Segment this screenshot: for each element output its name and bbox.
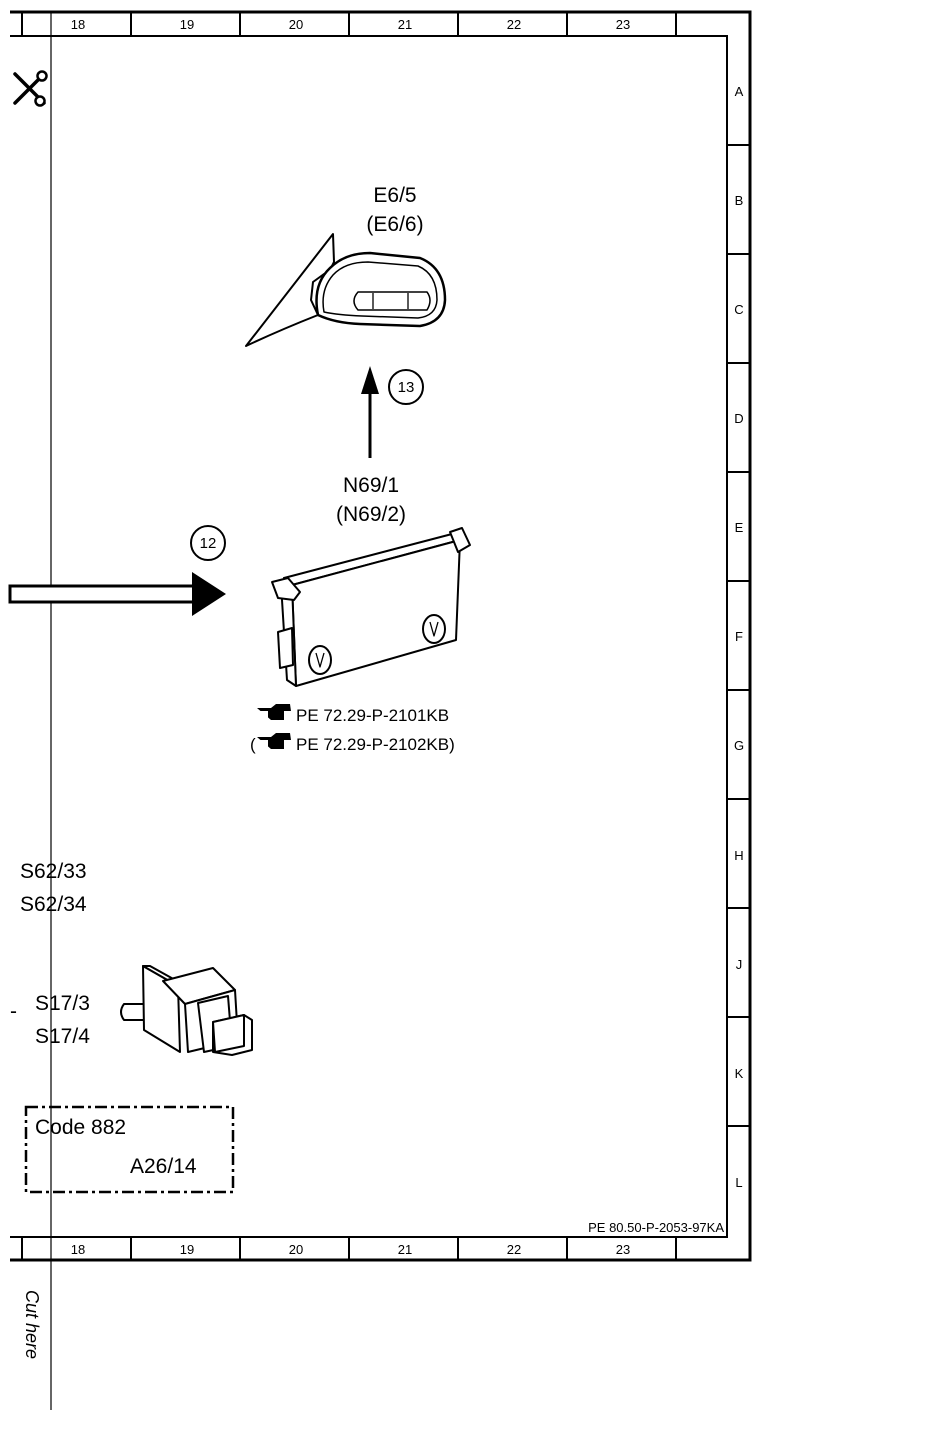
row-label-b: B [735, 193, 744, 208]
mirror-alt-label: (E6/6) [366, 213, 423, 236]
bottom-column-label-19: 19 [180, 1242, 194, 1257]
bottom-column-ruler [21, 1237, 677, 1260]
dash-mark: - [10, 1000, 17, 1023]
top-column-labels: 18 19 20 21 22 23 [71, 17, 630, 32]
bottom-column-labels: 18 19 20 21 22 23 [71, 1242, 630, 1257]
control-module-label: N69/1 [343, 474, 399, 497]
drawing-number: PE 80.50-P-2053-97KA [588, 1220, 724, 1235]
column-label-22: 22 [507, 17, 521, 32]
outside-mirror-icon [245, 233, 447, 347]
control-module-icon [271, 527, 471, 687]
row-label-j: J [736, 957, 743, 972]
row-label-f: F [735, 629, 743, 644]
row-label-d: D [734, 411, 743, 426]
control-module-alt-label: (N69/2) [336, 503, 406, 526]
code-module-label: A26/14 [130, 1155, 197, 1178]
top-column-ruler [21, 12, 677, 36]
bottom-column-label-21: 21 [398, 1242, 412, 1257]
pointing-hand-icon-2 [257, 733, 291, 749]
row-label-g: G [734, 738, 744, 753]
arrow-right-icon [8, 572, 226, 616]
bottom-column-label-20: 20 [289, 1242, 303, 1257]
arrow-up-icon [361, 366, 379, 458]
switch-icon [120, 965, 253, 1056]
column-label-19: 19 [180, 17, 194, 32]
reference-2-open-paren: ( [250, 735, 256, 754]
switch-top-label-2: S62/34 [20, 893, 87, 916]
column-label-21: 21 [398, 17, 412, 32]
column-label-18: 18 [71, 17, 85, 32]
callout-12-number: 12 [200, 535, 217, 552]
row-label-c: C [734, 302, 743, 317]
callout-13-number: 13 [398, 379, 415, 396]
switch-label-2: S17/4 [35, 1025, 90, 1048]
mirror-label: E6/5 [373, 184, 416, 207]
callout-13-circle [388, 369, 424, 405]
pointing-hand-icon [257, 704, 291, 720]
switch-label-1: S17/3 [35, 992, 90, 1015]
reference-2: PE 72.29-P-2102KB) [296, 735, 455, 754]
callout-12-circle [190, 525, 226, 561]
code-option-box [24, 1105, 235, 1194]
code-label: Code 882 [35, 1116, 126, 1139]
row-label-e: E [735, 520, 744, 535]
switch-top-label-1: S62/33 [20, 860, 87, 883]
bottom-column-label-22: 22 [507, 1242, 521, 1257]
row-label-a: A [735, 84, 744, 99]
column-label-23: 23 [616, 17, 630, 32]
bottom-column-label-18: 18 [71, 1242, 85, 1257]
reference-1: PE 72.29-P-2101KB [296, 706, 449, 725]
scissors-icon [13, 70, 48, 107]
row-label-k: K [735, 1066, 744, 1081]
right-row-ruler [727, 144, 750, 1127]
drawing-frame [10, 10, 752, 1262]
column-label-20: 20 [289, 17, 303, 32]
bottom-column-label-23: 23 [616, 1242, 630, 1257]
row-label-l: L [735, 1175, 742, 1190]
cut-here-label: Cut here [22, 1290, 42, 1359]
right-row-labels: A B C D E F G H J K L [734, 84, 744, 1190]
row-label-h: H [734, 848, 743, 863]
